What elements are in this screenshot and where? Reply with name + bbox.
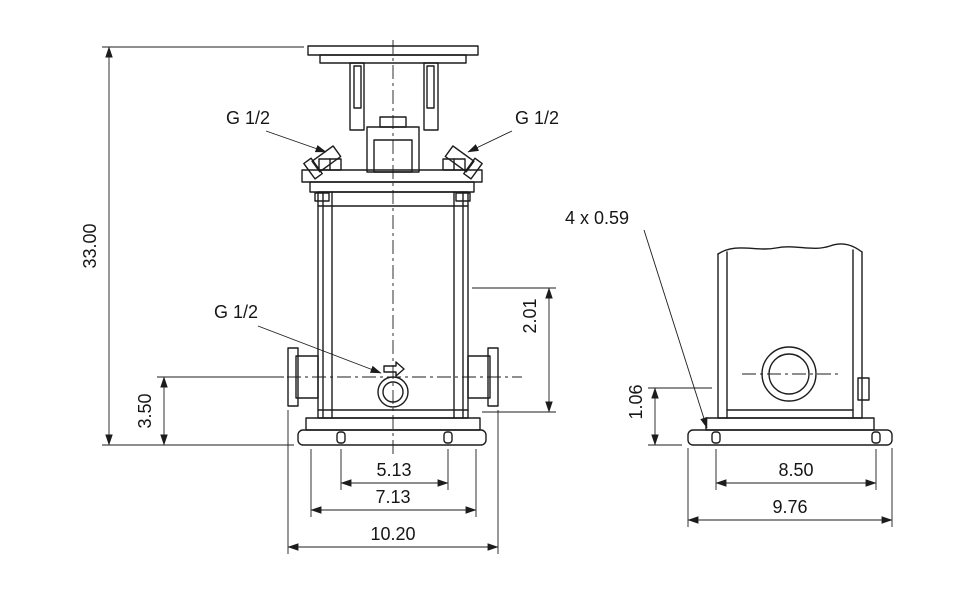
base-plate-lower	[297, 429, 487, 446]
break-line	[717, 243, 863, 255]
dim-overall-height: 33.00	[80, 223, 100, 268]
side-view	[687, 243, 893, 446]
label-g-half-drain: G 1/2	[214, 302, 258, 322]
leader-g-half-top-right	[467, 130, 513, 153]
port-right-flange	[487, 347, 499, 407]
side-base-slot-left	[711, 431, 721, 444]
side-view-dimensions: 1.06 8.50 9.76 4 x 0.59	[565, 208, 893, 527]
dim-side-width-1: 8.50	[778, 460, 813, 480]
stool-post-left	[349, 62, 365, 131]
front-view-dimensions: 33.00 3.50 2.01 5.13 7.13 10.20 G 1/2 G …	[80, 46, 559, 554]
side-plug	[857, 377, 870, 401]
side-base-upper	[705, 417, 875, 431]
base-slot-right	[443, 431, 453, 444]
g-half-fitting-left	[303, 145, 342, 180]
side-base-lower	[687, 429, 893, 446]
label-g-half-top-left: G 1/2	[226, 108, 270, 128]
port-left-pipe	[295, 355, 319, 399]
port-right-pipe	[467, 355, 491, 399]
motor-flange-lip	[319, 54, 467, 64]
dim-port-height: 3.50	[135, 393, 155, 428]
port-left-flange	[287, 347, 299, 407]
dim-right-height: 2.01	[520, 298, 540, 333]
side-base-slot-right	[871, 431, 881, 444]
stool-post-right	[423, 62, 439, 131]
leader-g-half-top-left	[265, 130, 327, 153]
g-half-fitting-right	[444, 145, 483, 180]
flow-arrow-icon	[383, 361, 405, 377]
label-bolt-holes: 4 x 0.59	[565, 208, 629, 228]
dim-side-height: 1.06	[626, 384, 646, 419]
dim-width-3: 10.20	[370, 524, 415, 544]
base-slot-left	[336, 431, 346, 444]
label-g-half-top-right: G 1/2	[515, 108, 559, 128]
dim-side-width-2: 9.76	[772, 497, 807, 517]
dim-width-2: 7.13	[375, 487, 410, 507]
leader-bolt-holes	[643, 229, 708, 429]
dim-width-1: 5.13	[376, 460, 411, 480]
leader-g-half-drain	[257, 325, 382, 374]
front-view	[262, 40, 522, 458]
drain-port-circle	[377, 376, 409, 408]
